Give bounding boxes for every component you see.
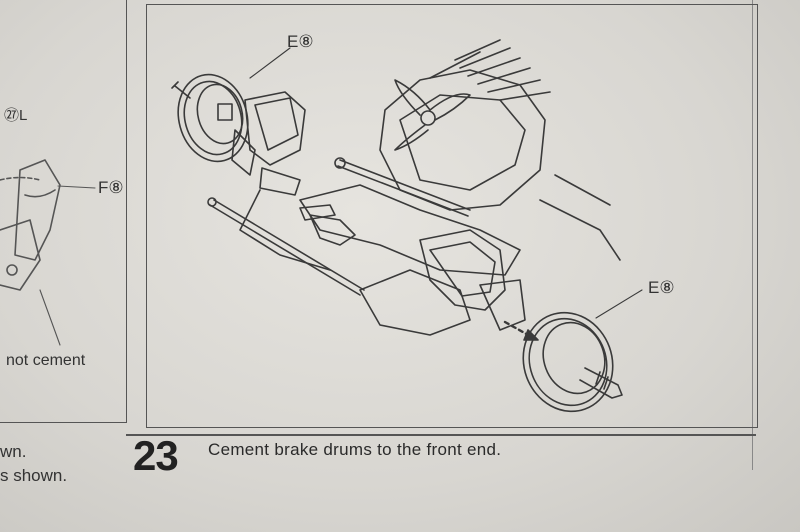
fan-blades xyxy=(394,79,471,151)
step-number: 23 xyxy=(133,432,179,479)
left-part-label: ㉗L xyxy=(4,107,28,124)
right-panel-edge xyxy=(752,0,800,470)
step-divider xyxy=(126,434,756,436)
part-label-e8-right: E⑧ xyxy=(648,278,675,297)
part-label-e8-top: E⑧ xyxy=(287,32,314,51)
brake-drum-right xyxy=(522,311,623,413)
left-panel xyxy=(0,0,127,423)
left-footer-line1: wn. xyxy=(0,442,27,461)
part-label-f8-left: F⑧ xyxy=(98,178,124,197)
step-instruction: Cement brake drums to the front end. xyxy=(208,440,502,459)
left-note-text: not cement xyxy=(6,352,86,369)
left-footer-line2: s shown. xyxy=(0,466,68,485)
main-illustration-panel xyxy=(146,4,758,428)
left-panel-sketch xyxy=(0,159,96,346)
brake-drum-top xyxy=(171,73,249,163)
